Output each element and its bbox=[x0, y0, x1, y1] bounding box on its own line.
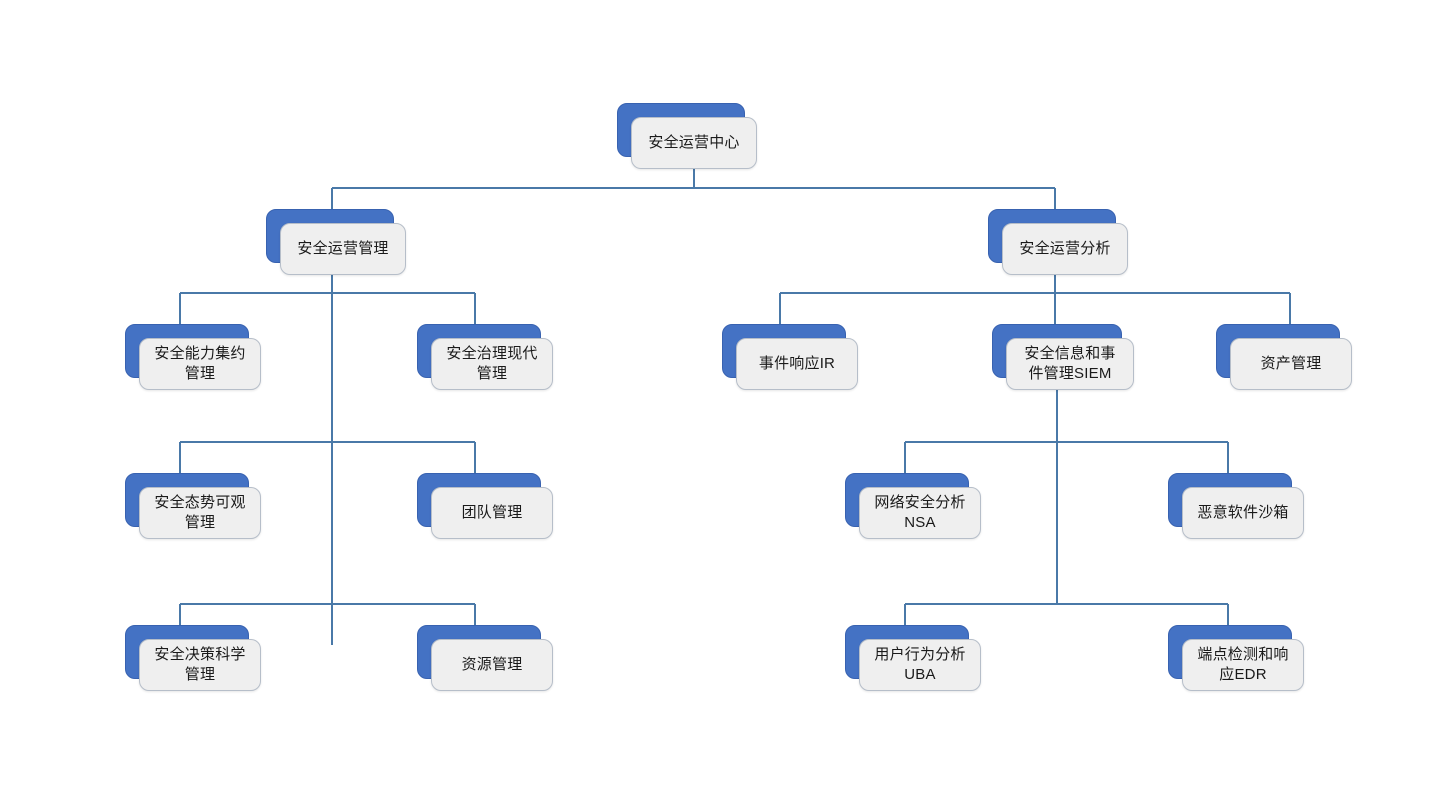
node-face: 网络安全分析 NSA bbox=[859, 487, 981, 539]
node-sandbox[interactable]: 恶意软件沙箱 bbox=[1168, 473, 1304, 539]
node-label: 安全运营分析 bbox=[1019, 240, 1111, 258]
node-label: 端点检测和响 应EDR bbox=[1197, 646, 1289, 683]
node-face: 安全决策科学 管理 bbox=[139, 639, 261, 691]
node-label: 安全能力集约 管理 bbox=[154, 345, 246, 382]
node-siem[interactable]: 安全信息和事 件管理SIEM bbox=[992, 324, 1134, 390]
node-label: 恶意软件沙箱 bbox=[1197, 504, 1289, 522]
node-label: 安全态势可观 管理 bbox=[154, 494, 246, 531]
node-posture[interactable]: 安全态势可观 管理 bbox=[125, 473, 261, 539]
node-face: 安全运营分析 bbox=[1002, 223, 1128, 275]
node-face: 端点检测和响 应EDR bbox=[1182, 639, 1304, 691]
node-label: 安全运营管理 bbox=[297, 240, 389, 258]
node-label: 用户行为分析 UBA bbox=[874, 646, 966, 683]
node-face: 安全态势可观 管理 bbox=[139, 487, 261, 539]
node-face: 用户行为分析 UBA bbox=[859, 639, 981, 691]
node-face: 资源管理 bbox=[431, 639, 553, 691]
node-soc[interactable]: 安全运营中心 bbox=[617, 103, 757, 169]
node-edr[interactable]: 端点检测和响 应EDR bbox=[1168, 625, 1304, 691]
node-uba[interactable]: 用户行为分析 UBA bbox=[845, 625, 981, 691]
node-label: 团队管理 bbox=[461, 504, 523, 522]
node-face: 安全运营中心 bbox=[631, 117, 757, 169]
node-label: 安全治理现代 管理 bbox=[446, 345, 538, 382]
node-label: 事件响应IR bbox=[758, 355, 836, 373]
node-label: 资源管理 bbox=[461, 656, 523, 674]
node-capability[interactable]: 安全能力集约 管理 bbox=[125, 324, 261, 390]
node-label: 安全决策科学 管理 bbox=[154, 646, 246, 683]
node-face: 安全能力集约 管理 bbox=[139, 338, 261, 390]
node-decision[interactable]: 安全决策科学 管理 bbox=[125, 625, 261, 691]
node-face: 事件响应IR bbox=[736, 338, 858, 390]
node-label: 安全运营中心 bbox=[648, 134, 740, 152]
node-governance[interactable]: 安全治理现代 管理 bbox=[417, 324, 553, 390]
node-resource[interactable]: 资源管理 bbox=[417, 625, 553, 691]
node-ir[interactable]: 事件响应IR bbox=[722, 324, 858, 390]
node-nsa[interactable]: 网络安全分析 NSA bbox=[845, 473, 981, 539]
node-asset[interactable]: 资产管理 bbox=[1216, 324, 1352, 390]
node-label: 资产管理 bbox=[1260, 355, 1322, 373]
node-label: 网络安全分析 NSA bbox=[874, 494, 966, 531]
node-ops-mgmt[interactable]: 安全运营管理 bbox=[266, 209, 406, 275]
node-face: 恶意软件沙箱 bbox=[1182, 487, 1304, 539]
node-team[interactable]: 团队管理 bbox=[417, 473, 553, 539]
node-label: 安全信息和事 件管理SIEM bbox=[1024, 345, 1116, 382]
node-face: 安全信息和事 件管理SIEM bbox=[1006, 338, 1134, 390]
node-face: 团队管理 bbox=[431, 487, 553, 539]
node-ops-analysis[interactable]: 安全运营分析 bbox=[988, 209, 1128, 275]
node-face: 安全治理现代 管理 bbox=[431, 338, 553, 390]
node-face: 安全运营管理 bbox=[280, 223, 406, 275]
node-face: 资产管理 bbox=[1230, 338, 1352, 390]
